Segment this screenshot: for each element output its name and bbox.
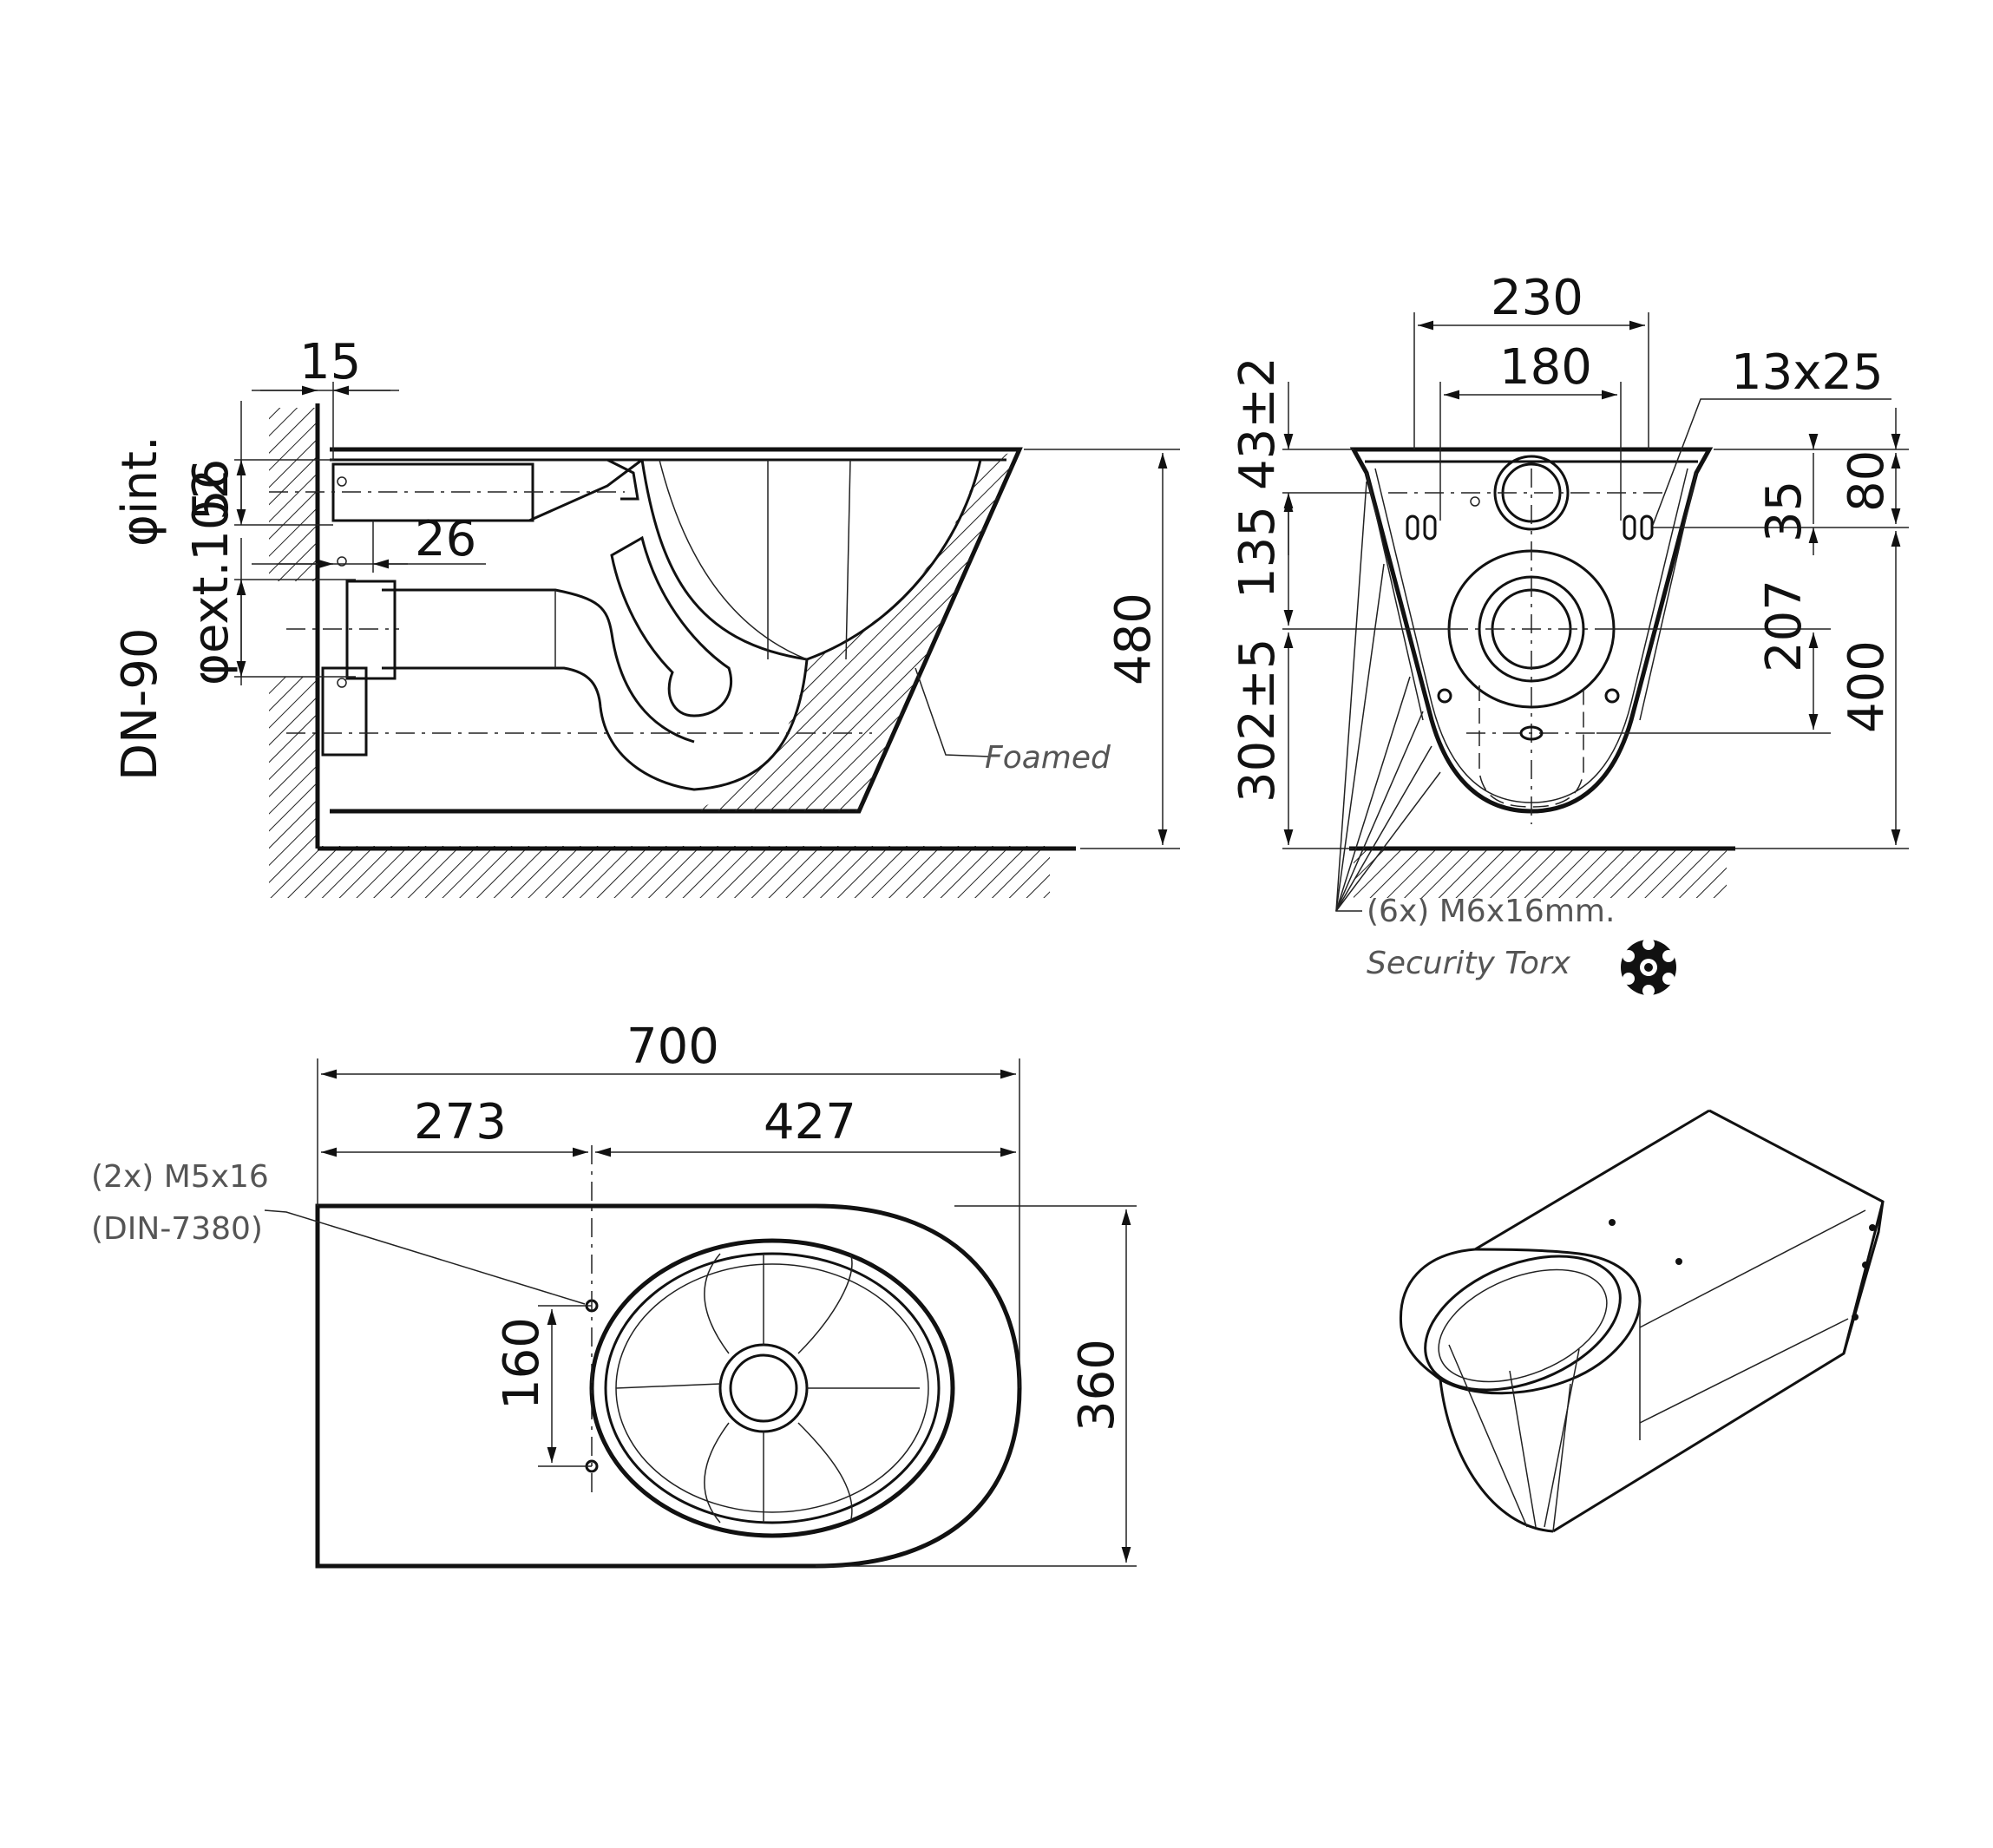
dim-302: 302±5 bbox=[1229, 639, 1286, 803]
wall-hatch-lower bbox=[269, 677, 318, 846]
top-body-outline bbox=[315, 1203, 1022, 1569]
inlet-spout bbox=[606, 458, 639, 501]
top-view: 700 273 427 160 360 (2x) M5x16 (DIN-7380… bbox=[91, 1019, 1137, 1569]
outlet-pipe-bottom bbox=[382, 659, 809, 791]
trap-section bbox=[610, 535, 733, 718]
top-rim-inner bbox=[604, 1252, 941, 1524]
dim-top-offset: 43±2 bbox=[1229, 357, 1286, 490]
iso-rim-inner bbox=[1424, 1255, 1622, 1392]
security-torx-icon bbox=[1621, 938, 1676, 997]
inlet-pipe bbox=[331, 458, 643, 522]
wall-hatch-upper bbox=[269, 408, 318, 581]
foamed-region bbox=[694, 449, 1019, 811]
top-screws-line2: (DIN-7380) bbox=[91, 1211, 263, 1247]
dim-inlet-gap: 26 bbox=[415, 511, 476, 567]
top-rim-outer bbox=[589, 1238, 955, 1538]
top-screw-leader bbox=[264, 1209, 586, 1305]
dim-135: 135 bbox=[1229, 506, 1286, 599]
iso-right-edge bbox=[1552, 1109, 1885, 1533]
outlet-flange bbox=[345, 580, 397, 680]
front-inlet-outer bbox=[1493, 455, 1570, 531]
isometric-view bbox=[1399, 1109, 1885, 1533]
side-view: Foamed 15 56 φint. 26 φext.102 DN-90 480 bbox=[112, 334, 1180, 898]
front-screws-line2: Security Torx bbox=[1367, 946, 1571, 981]
dim-400: 400 bbox=[1839, 640, 1895, 733]
foamed-label: Foamed bbox=[985, 740, 1111, 776]
dim-207: 207 bbox=[1756, 580, 1813, 672]
front-outlet-outer bbox=[1478, 575, 1585, 683]
dim-80: 80 bbox=[1839, 450, 1895, 512]
dim-hole-spacing: 160 bbox=[494, 1317, 550, 1410]
label-outlet-dn: DN-90 bbox=[112, 628, 168, 781]
front-floor-hatch bbox=[1354, 850, 1727, 898]
dim-width-outer: 230 bbox=[1491, 270, 1583, 326]
top-outlet-inner bbox=[729, 1353, 798, 1423]
floor-hatch bbox=[269, 846, 1050, 898]
dim-35: 35 bbox=[1756, 481, 1813, 542]
top-outlet-outer bbox=[718, 1343, 809, 1433]
dim-width-inner: 180 bbox=[1499, 339, 1592, 396]
dim-inlet-height: 56 bbox=[183, 459, 239, 521]
dim-length-rear: 273 bbox=[414, 1094, 507, 1150]
foamed-leader bbox=[915, 667, 990, 757]
slot-leader bbox=[1652, 398, 1891, 526]
front-screws-line1: (6x) M6x16mm. bbox=[1367, 894, 1615, 929]
label-phi-int: φint. bbox=[112, 436, 168, 547]
wall-bracket bbox=[321, 666, 368, 757]
iso-left-edge bbox=[1399, 1109, 1710, 1533]
dim-length-front: 427 bbox=[764, 1094, 856, 1150]
dim-wall-offset: 15 bbox=[299, 334, 361, 390]
dim-total-height: 480 bbox=[1105, 593, 1162, 685]
dim-total-length: 700 bbox=[626, 1019, 719, 1075]
outlet-pipe-top bbox=[382, 588, 695, 744]
dim-slot-size: 13x25 bbox=[1731, 344, 1884, 401]
front-view: 230 180 13x25 43±2 135 302±5 35 207 bbox=[1229, 270, 1909, 997]
dim-width: 360 bbox=[1069, 1339, 1125, 1432]
dim-outlet-ext: φext.102 bbox=[183, 469, 239, 685]
top-screws-line1: (2x) M5x16 bbox=[91, 1159, 269, 1195]
